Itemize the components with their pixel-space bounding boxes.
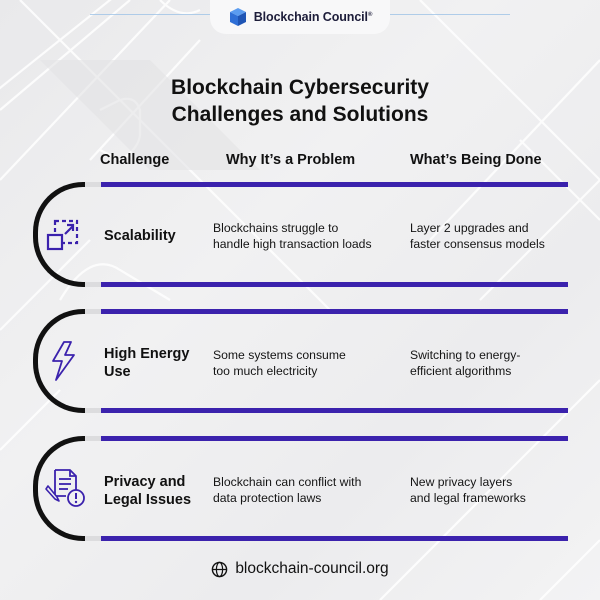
lightning-icon <box>52 341 75 381</box>
solution-text: New privacy layers and legal frameworks <box>410 475 526 505</box>
challenge-label: Scalability <box>104 228 176 244</box>
brand-header: Blockchain Council® <box>210 0 390 34</box>
table-row-high-energy: High Energy Use Some systems consume too… <box>0 309 600 413</box>
footer: blockchain-council.org <box>0 560 600 578</box>
row-gap <box>85 309 101 314</box>
title-line-2: Challenges and Solutions <box>171 103 429 126</box>
brand-name: Blockchain Council® <box>253 10 373 24</box>
column-header-done: What’s Being Done <box>410 152 542 168</box>
column-header-challenge: Challenge <box>100 152 170 168</box>
row-gap <box>85 282 101 287</box>
row-divider-top <box>101 182 568 187</box>
solution-text: Layer 2 upgrades and faster consensus mo… <box>410 221 545 251</box>
row-divider-bottom <box>101 536 568 541</box>
problem-text: Some systems consume too much electricit… <box>213 348 346 378</box>
scalability-icon <box>46 219 79 251</box>
row-divider-bottom <box>101 282 568 287</box>
globe-icon <box>212 561 228 577</box>
row-gap <box>85 408 101 413</box>
row-divider-top <box>101 436 568 441</box>
row-gap <box>85 536 101 541</box>
row-divider-bottom <box>101 408 568 413</box>
challenge-label: Privacy and Legal Issues <box>104 474 192 508</box>
solution-text: Switching to energy- efficient algorithm… <box>410 348 521 378</box>
table-row-scalability: Scalability Blockchains struggle to hand… <box>0 182 600 287</box>
row-divider-top <box>101 309 568 314</box>
challenge-label: High Energy Use <box>104 346 190 380</box>
row-gap <box>85 436 101 441</box>
blue-cube-icon <box>229 8 246 26</box>
website-link[interactable]: blockchain-council.org <box>235 560 389 577</box>
title-line-1: Blockchain Cybersecurity <box>171 76 429 99</box>
problem-text: Blockchain can conflict with data protec… <box>213 475 362 505</box>
column-header-why: Why It’s a Problem <box>226 152 356 168</box>
page-title: Blockchain Cybersecurity Challenges and … <box>0 74 600 128</box>
header-rule-left <box>90 14 215 15</box>
document-warning-icon <box>45 469 85 507</box>
problem-text: Blockchains struggle to handle high tran… <box>213 221 372 251</box>
row-gap <box>85 182 101 187</box>
table-row-privacy-legal: Privacy and Legal Issues Blockchain can … <box>0 436 600 541</box>
header-rule-right <box>385 14 510 15</box>
